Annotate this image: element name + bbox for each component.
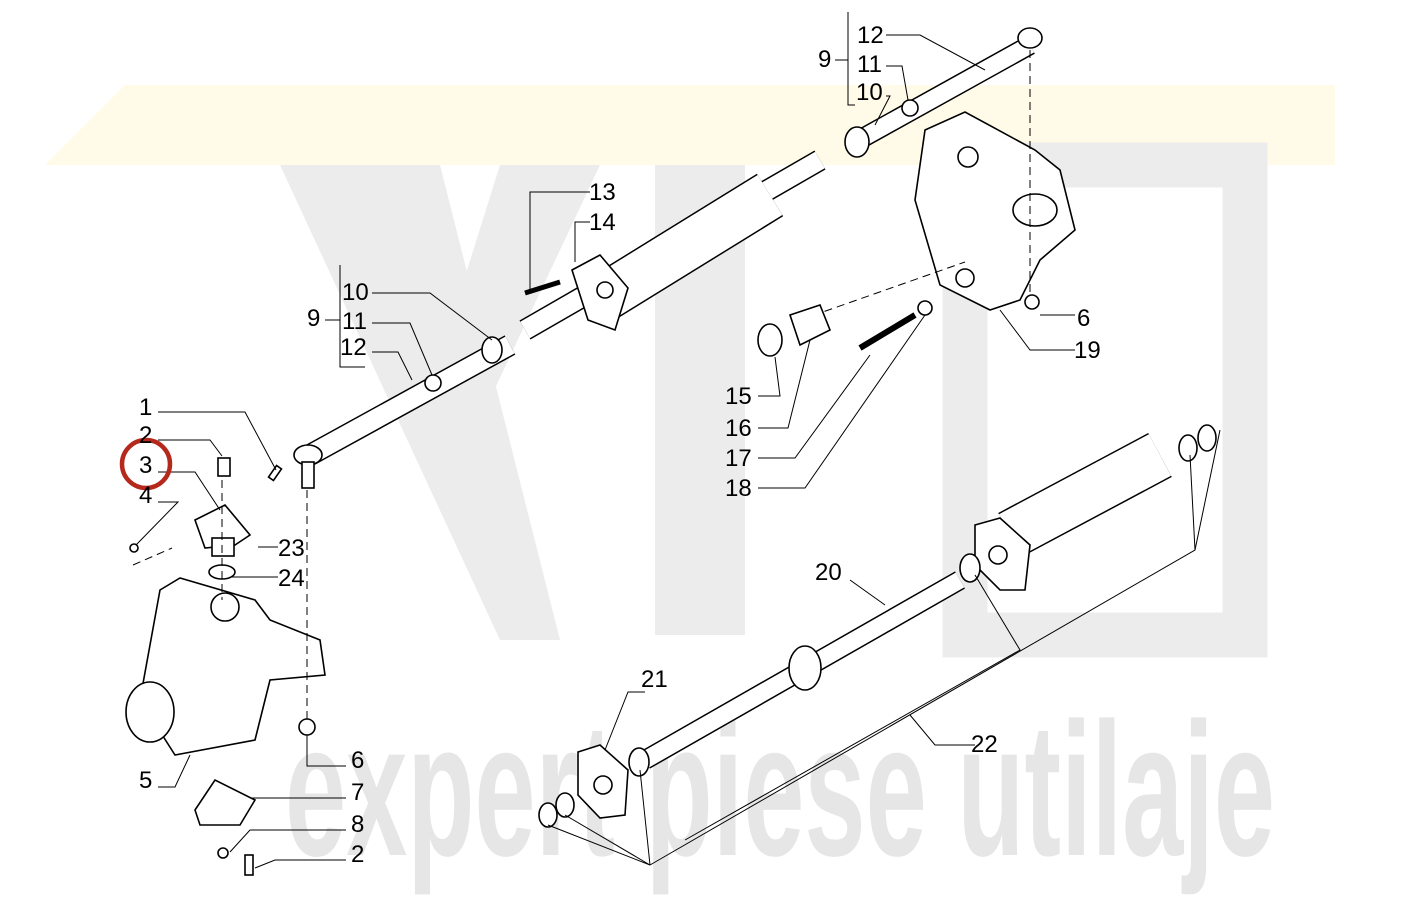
right-tie-rod (844, 27, 1043, 158)
callout-21[interactable]: 21 (641, 666, 668, 693)
callout-1[interactable]: 1 (139, 394, 152, 421)
callout-8[interactable]: 8 (351, 811, 364, 838)
callout-22[interactable]: 22 (971, 731, 998, 758)
steering-cylinder-lower (538, 424, 1217, 828)
callout-9[interactable]: 9 (307, 305, 320, 332)
callout-10[interactable]: 10 (856, 79, 883, 106)
right-steering-knuckle (757, 50, 1076, 357)
callout-11[interactable]: 11 (342, 308, 367, 335)
callout-2[interactable]: 2 (351, 841, 364, 868)
callout-17[interactable]: 17 (725, 445, 752, 472)
callout-12[interactable]: 12 (340, 334, 367, 361)
callout-3[interactable]: 3 (139, 452, 152, 479)
callout-5[interactable]: 5 (139, 767, 152, 794)
leader-lines (135, 12, 1221, 869)
callout-9[interactable]: 9 (818, 46, 831, 73)
callout-12[interactable]: 12 (857, 22, 884, 49)
left-steering-knuckle (125, 457, 326, 876)
callout-11[interactable]: 11 (857, 51, 882, 78)
left-tie-rod (293, 335, 516, 489)
callout-23[interactable]: 23 (278, 535, 305, 562)
callout-13[interactable]: 13 (589, 179, 616, 206)
callout-6[interactable]: 6 (1077, 305, 1090, 332)
watermark-logo: expert piese utilaje (45, 85, 1335, 896)
callout-16[interactable]: 16 (725, 415, 752, 442)
callout-18[interactable]: 18 (725, 475, 752, 502)
callout-7[interactable]: 7 (351, 779, 364, 806)
callout-20[interactable]: 20 (815, 559, 842, 586)
callout-14[interactable]: 14 (589, 209, 616, 236)
highlight-circle (119, 437, 173, 491)
steering-cylinder-upper (519, 150, 826, 340)
callout-6[interactable]: 6 (351, 747, 364, 774)
callout-4[interactable]: 4 (139, 482, 152, 509)
callout-15[interactable]: 15 (725, 383, 752, 410)
callout-19[interactable]: 19 (1074, 337, 1101, 364)
callout-24[interactable]: 24 (278, 565, 305, 592)
callout-2[interactable]: 2 (139, 422, 152, 449)
callout-10[interactable]: 10 (342, 279, 369, 306)
callout-labels: 1 2 3 4 5 6 7 8 2 23 24 9 10 11 12 13 14… (139, 22, 1101, 868)
